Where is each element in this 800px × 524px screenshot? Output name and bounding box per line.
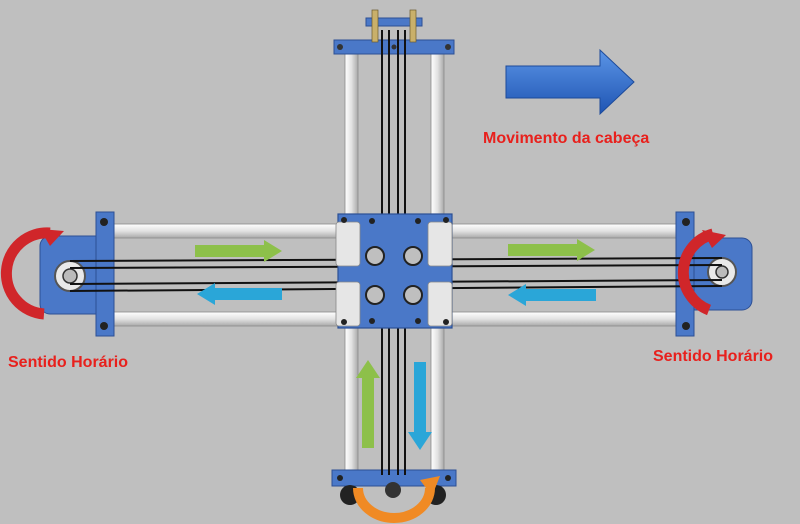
rotation-indicators bbox=[0, 227, 726, 523]
upper-right-rail bbox=[447, 223, 679, 239]
arrow-down-icon bbox=[408, 362, 432, 450]
arrow-right-icon bbox=[508, 239, 595, 261]
clockwise-rotation-icon bbox=[0, 227, 51, 320]
arrow-right-icon bbox=[505, 48, 635, 116]
carriage bbox=[335, 213, 453, 329]
arrow-up-icon bbox=[356, 360, 380, 448]
lower-right-rail bbox=[447, 311, 679, 327]
top-end-block bbox=[333, 9, 455, 55]
head-movement-label: Movimento da cabeça bbox=[483, 130, 650, 147]
belt-direction-arrows bbox=[195, 239, 596, 450]
arrow-left-icon bbox=[508, 284, 596, 306]
arrow-left-icon bbox=[197, 283, 282, 305]
left-motor-block bbox=[39, 211, 115, 337]
rotation-arc-icon bbox=[353, 487, 435, 523]
lower-left-rail bbox=[109, 311, 343, 327]
upper-left-rail bbox=[109, 223, 343, 239]
arrow-right-icon bbox=[195, 240, 282, 262]
right-rotation-label: Sentido Horário bbox=[653, 348, 774, 365]
clockwise-rotation-icon bbox=[677, 228, 715, 316]
left-rotation-label: Sentido Horário bbox=[8, 354, 129, 371]
bottom-end-block bbox=[331, 469, 457, 505]
